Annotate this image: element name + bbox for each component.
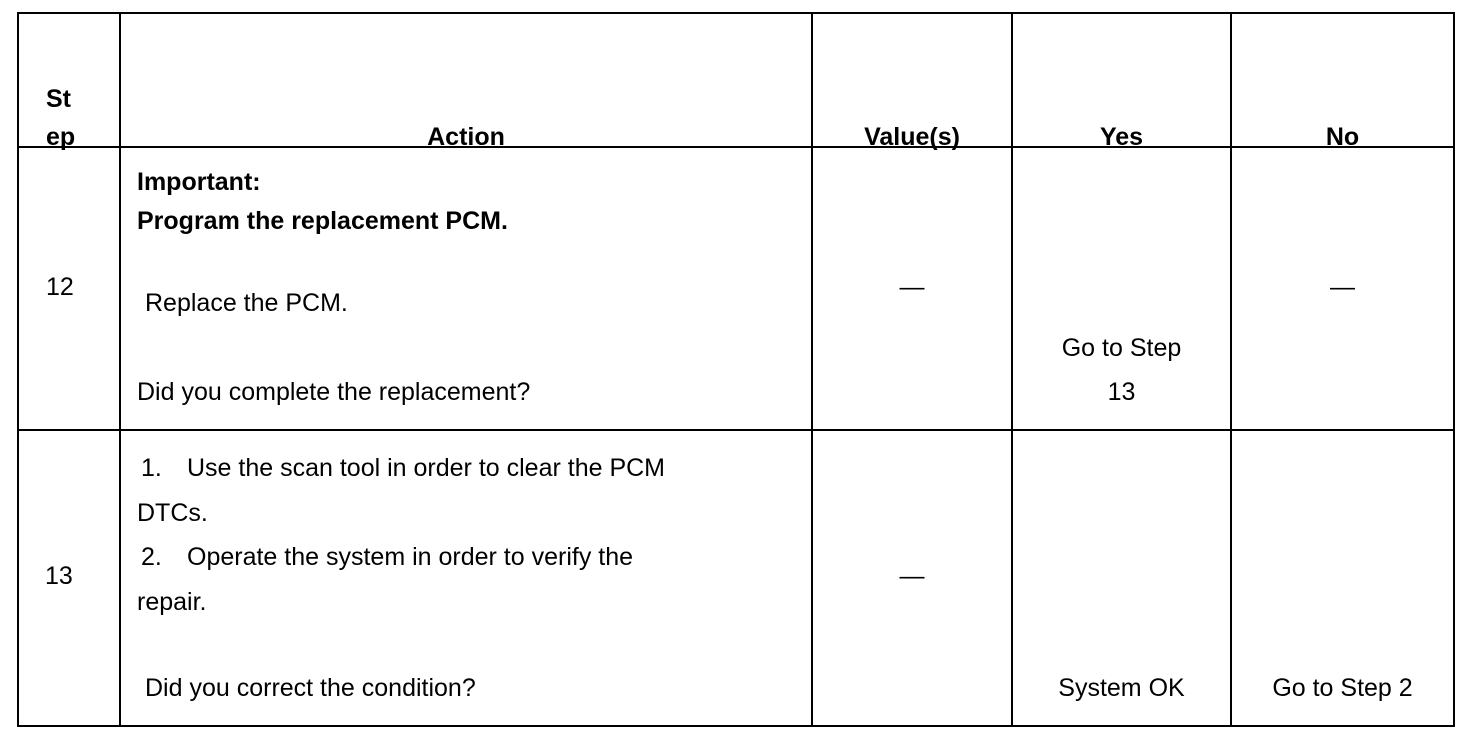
- instruction-text: Replace the PCM.: [145, 289, 348, 317]
- step-number: 13: [45, 562, 73, 590]
- step-cell: 12: [17, 146, 121, 431]
- step-cell: 13: [17, 429, 121, 727]
- yes-cell: Go to Step 13: [1011, 146, 1232, 431]
- header-values: Value(s): [811, 12, 1013, 151]
- no-cell: Go to Step 2: [1230, 429, 1455, 727]
- step-number: 12: [46, 273, 74, 301]
- value-text: —: [899, 273, 925, 301]
- header-no: No: [1230, 12, 1455, 151]
- list-item-text-cont: repair.: [137, 588, 207, 616]
- question-text: Did you complete the replacement?: [137, 378, 531, 406]
- list-item-number: 1.: [141, 454, 162, 482]
- header-step-line1: St: [46, 85, 71, 113]
- value-text: —: [899, 562, 925, 590]
- yes-line1: Go to Step: [1061, 334, 1182, 362]
- list-item-text: Operate the system in order to verify th…: [187, 543, 634, 571]
- yes-cell: System OK: [1011, 429, 1232, 727]
- header-yes: Yes: [1011, 12, 1232, 151]
- diagnostic-table: St ep Action Value(s) Yes No 12 Importan…: [17, 12, 1455, 727]
- important-text: Program the replacement PCM.: [137, 207, 508, 235]
- table-row: 12 Important: Program the replacement PC…: [17, 146, 1455, 431]
- question-text: Did you correct the condition?: [145, 674, 476, 702]
- header-row: St ep Action Value(s) Yes No: [17, 12, 1455, 151]
- important-label: Important:: [137, 168, 261, 196]
- action-cell: Important: Program the replacement PCM. …: [119, 146, 813, 431]
- no-text: Go to Step 2: [1272, 674, 1413, 702]
- yes-line2: 13: [1107, 378, 1136, 406]
- no-cell: —: [1230, 146, 1455, 431]
- list-item-number: 2.: [141, 543, 162, 571]
- value-cell: —: [811, 146, 1013, 431]
- yes-text: System OK: [1058, 674, 1185, 702]
- header-action: Action: [119, 12, 813, 151]
- value-cell: —: [811, 429, 1013, 727]
- action-cell: 1. Use the scan tool in order to clear t…: [119, 429, 813, 727]
- no-text: —: [1330, 273, 1355, 301]
- list-item-text: Use the scan tool in order to clear the …: [187, 454, 666, 482]
- table-row: 13 1. Use the scan tool in order to clea…: [17, 429, 1455, 727]
- header-step: St ep: [17, 12, 121, 151]
- list-item-text-cont: DTCs.: [137, 499, 208, 527]
